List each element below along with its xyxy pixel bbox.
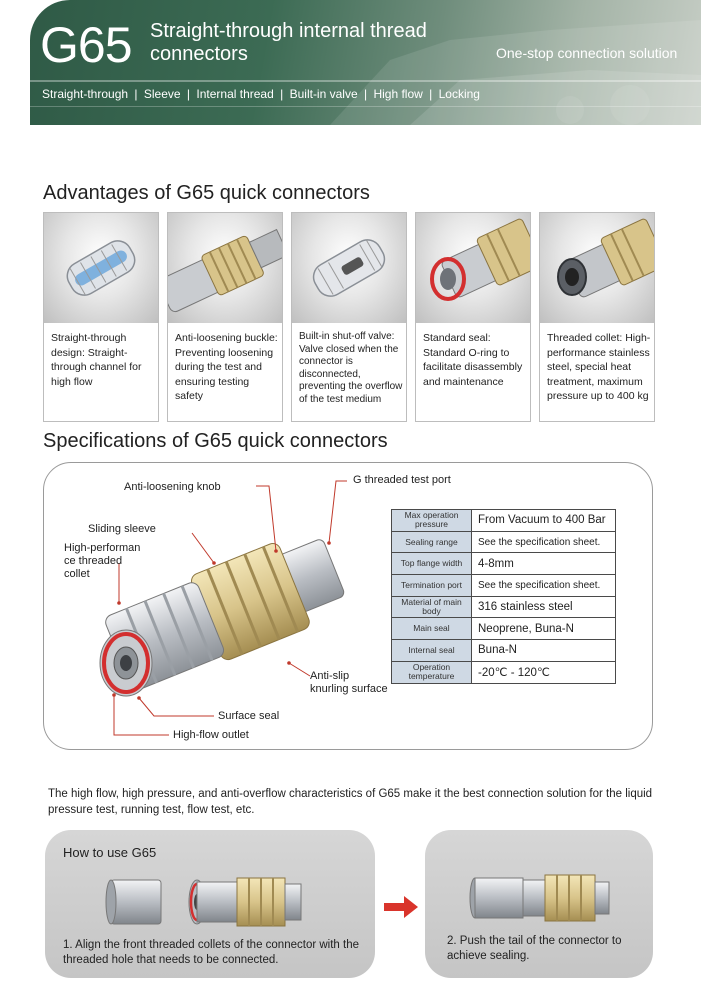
advantages-cards: Straight-through design: Straight-throug… — [43, 212, 655, 422]
straight-through-channel-photo — [44, 213, 158, 323]
table-row: Main seal Neoprene, Buna-N — [391, 617, 616, 641]
advantage-card: Built-in shut-off valve: Valve closed wh… — [291, 212, 407, 422]
callout-threaded-collet: High-performan ce threaded collet — [64, 542, 140, 581]
spec-value: From Vacuum to 400 Bar — [471, 509, 616, 532]
spec-value: See the specification sheet. — [471, 530, 616, 554]
advantage-text: Standard seal: Standard O-ring to facili… — [423, 332, 523, 388]
advantage-card: Standard seal: Standard O-ring to facili… — [415, 212, 531, 422]
summary-paragraph: The high flow, high pressure, and anti-o… — [48, 788, 653, 816]
callout-sliding-sleeve: Sliding sleeve — [88, 523, 156, 535]
sealed-connector-illustration — [469, 874, 610, 922]
how-to-use-step1: 1. Align the front threaded collets of t… — [63, 939, 359, 966]
advantages-title: Advantages of G65 quick connectors — [43, 182, 370, 204]
spec-key-line: temperature — [408, 671, 455, 682]
feature-item: Locking — [438, 87, 480, 101]
spec-key-line: Termination port — [401, 579, 462, 590]
callout-anti-slip-line1: Anti-slip — [310, 670, 350, 682]
advantage-card: Anti-loosening buckle: Preventing loosen… — [167, 212, 283, 422]
spec-key-line: Main seal — [413, 623, 450, 634]
spec-key-line: Operation — [412, 662, 451, 673]
feature-item: Built-in valve — [289, 87, 358, 101]
callout-threaded-collet-line1: High-performan — [64, 542, 141, 554]
spec-value: Neoprene, Buna-N — [471, 617, 616, 641]
spec-key-line: Top flange width — [400, 558, 463, 569]
table-row: Top flange width 4-8mm — [391, 552, 616, 576]
spec-key: Internal seal — [391, 639, 472, 662]
spec-key-line: Sealing range — [405, 536, 458, 547]
callout-threaded-collet-line3: collet — [64, 568, 90, 580]
how-to-use-step2: 2. Push the tail of the connector to ach… — [447, 935, 622, 962]
align-connector-illustration — [105, 877, 302, 927]
feature-item: Straight-through — [42, 87, 129, 101]
spec-key-line: pressure — [414, 519, 449, 530]
feature-separator: | — [363, 87, 368, 101]
specifications-title: Specifications of G65 quick connectors — [43, 430, 388, 452]
feature-separator: | — [280, 87, 284, 101]
advantage-card: Threaded collet: High-performance stainl… — [539, 212, 655, 422]
feature-item: High flow — [373, 87, 423, 101]
header-title-line1: Straight-through internal thread — [150, 20, 427, 42]
how-to-use-step1-panel: How to use G65 1. Align the front thread… — [45, 830, 375, 978]
header-title: Straight-through internal thread connect… — [150, 20, 470, 66]
feature-separator: | — [186, 87, 191, 101]
callout-surface-seal: Surface seal — [218, 710, 280, 722]
spec-value: See the specification sheet. — [471, 574, 616, 597]
feature-separator: | — [134, 87, 138, 101]
spec-key-line: Material of main — [401, 597, 462, 608]
header-banner: G65 Straight-through internal thread con… — [30, 0, 701, 125]
spec-key: Top flange width — [391, 552, 472, 576]
advantage-text: Threaded collet: High-performance stainl… — [547, 332, 651, 402]
spec-key-line: Max operation — [404, 510, 459, 521]
advantage-card: Straight-through design: Straight-throug… — [43, 212, 159, 422]
callout-anti-slip-line2: knurling surface — [310, 683, 388, 695]
spec-value: Buna-N — [471, 639, 616, 662]
spec-value: -20℃ - 120℃ — [471, 660, 616, 684]
spec-value: 316 stainless steel — [471, 595, 616, 619]
threaded-collet-photo — [540, 213, 654, 323]
feature-item: Internal thread — [196, 87, 274, 101]
shut-off-valve-photo — [292, 213, 406, 323]
callout-anti-slip-knurling: Anti-slip knurling surface — [310, 670, 388, 696]
header-title-line2: connectors — [150, 43, 248, 65]
callout-anti-loosening-knob: Anti-loosening knob — [124, 481, 221, 493]
feature-item: Sleeve — [143, 87, 181, 101]
feature-separator: | — [429, 87, 433, 101]
how-to-use-step2-panel: 2. Push the tail of the connector to ach… — [425, 830, 653, 978]
factory-background-graphic — [30, 20, 701, 125]
callout-high-flow-outlet: High-flow outlet — [173, 729, 249, 741]
standard-seal-photo — [416, 213, 530, 323]
specifications-panel: Anti-loosening knob G threaded test port… — [43, 462, 653, 750]
advantage-text: Built-in shut-off valve: Valve closed wh… — [299, 331, 403, 405]
spec-key: Termination port — [391, 574, 472, 597]
table-row: Internal seal Buna-N — [391, 639, 616, 662]
model-number: G65 — [40, 17, 133, 73]
feature-list: Straight-through | Sleeve | Internal thr… — [42, 87, 480, 101]
table-row: Termination port See the specification s… — [391, 574, 616, 597]
spec-key-line: Internal seal — [408, 644, 455, 655]
anti-loosening-buckle-photo — [168, 213, 282, 323]
arrow-right-icon — [384, 896, 418, 918]
callout-threaded-collet-line2: ce threaded — [64, 555, 123, 567]
header-tagline: One-stop connection solution — [496, 45, 678, 61]
connector-illustration — [99, 480, 347, 736]
advantage-text: Straight-through design: Straight-throug… — [51, 332, 142, 388]
spec-value: 4-8mm — [471, 552, 616, 576]
spec-key: Sealing range — [391, 530, 472, 554]
advantage-text: Anti-loosening buckle: Preventing loosen… — [175, 332, 278, 402]
spec-key-line: body — [422, 606, 441, 617]
table-row: Sealing range See the specification shee… — [391, 530, 616, 554]
spec-key: Main seal — [391, 617, 472, 641]
callout-g-threaded-test-port: G threaded test port — [353, 474, 451, 486]
how-to-use-title: How to use G65 — [63, 845, 157, 860]
